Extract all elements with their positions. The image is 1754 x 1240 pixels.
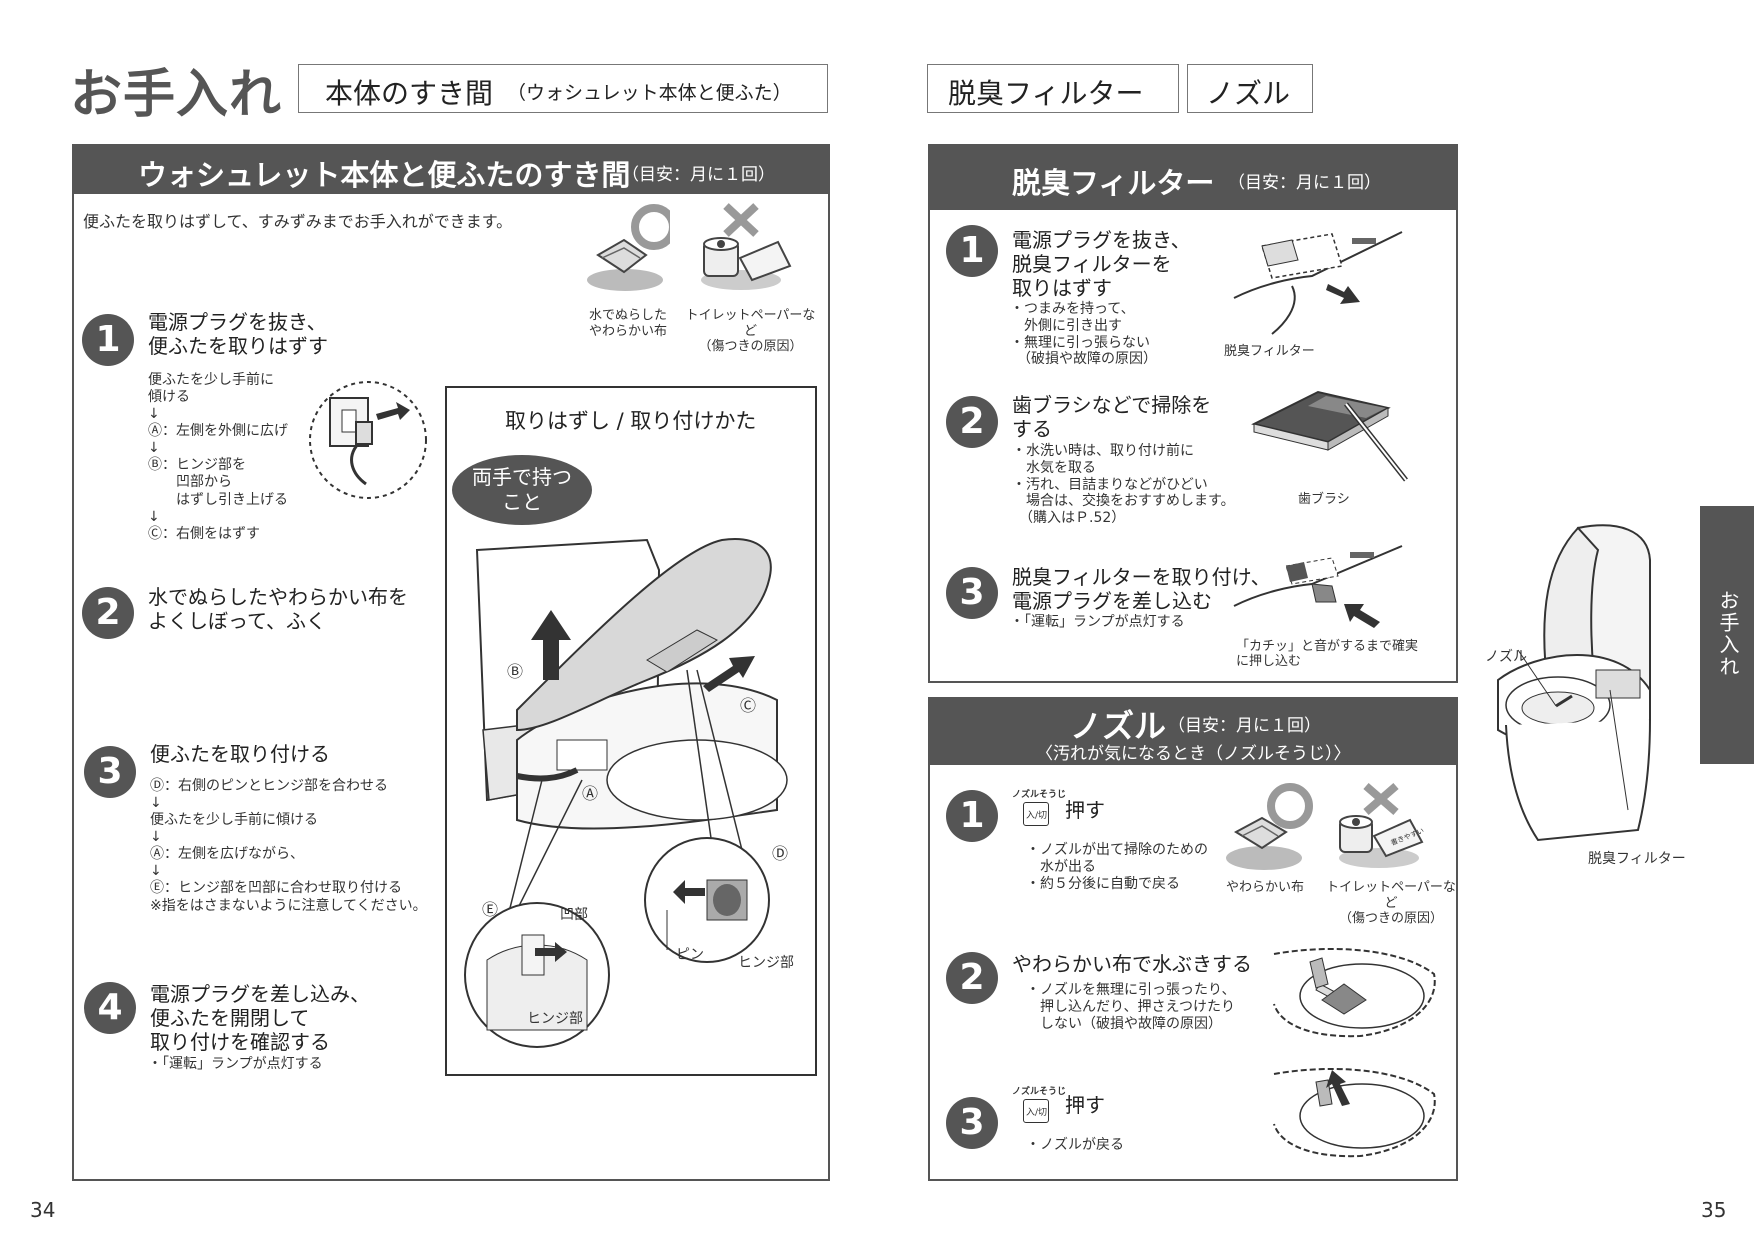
filter-panel-title-bar: 脱臭フィルター （目安：月に１回） xyxy=(928,144,1458,210)
filter-step-2-title: 歯ブラシなどで掃除を する xyxy=(1012,393,1212,441)
nozzle-header-tab-label: ノズル xyxy=(1206,77,1291,110)
diagram-label-b: Ⓑ xyxy=(507,662,524,681)
left-step-4-number: 4 xyxy=(84,982,136,1034)
diagram-label-e: Ⓔ xyxy=(482,900,499,919)
nozzle-step-3-title: 押す xyxy=(1065,1093,1105,1117)
filter-header-tab: 脱臭フィルター xyxy=(927,64,1179,113)
diagram-label-a: Ⓐ xyxy=(582,784,599,803)
nozzle-button-3: 入/切 xyxy=(1023,1099,1049,1123)
filter-step-2-notes: ・水洗い時は、取り付け前に 水気を取る ・汚れ、目詰まりなどがひどい 場合は、交… xyxy=(1012,443,1235,527)
filter-panel-title: 脱臭フィルター xyxy=(1012,166,1215,200)
nozzle-panel-freq: （目安：月に１回） xyxy=(1168,716,1321,736)
nozzle-step-1-notes: ・ノズルが出て掃除のための 水が出る ・約５分後に自動で戻る xyxy=(1026,842,1208,892)
diagram-label-d: Ⓓ xyxy=(772,844,789,863)
diagram-label-hinge-d: ヒンジ部 xyxy=(738,955,794,971)
diagram-label-pin: ピン xyxy=(676,947,704,963)
left-step-1-notes: 便ふたを少し手前に 傾ける ↓ Ⓐ：左側を外側に広げ ↓ Ⓑ：ヒンジ部を 凹部か… xyxy=(148,372,288,542)
left-header-tab-sub: （ウォシュレット本体と便ふた） xyxy=(507,82,792,104)
nozzle-panel-title-bar: ノズル （目安：月に１回） 〈汚れが気になるとき（ノズルそうじ）〉 xyxy=(928,697,1458,765)
left-step-1-title: 電源プラグを抜き、 便ふたを取りはずす xyxy=(148,310,328,358)
ng-paper-illustration xyxy=(701,203,792,290)
nozzle-panel-title: ノズル xyxy=(1070,707,1167,745)
filter-step-1-notes: ・つまみを持って、 外側に引き出す ・無理に引っ張らない （破損や故障の原因） xyxy=(1010,301,1157,368)
nozzle-step-1-number: 1 xyxy=(946,790,998,842)
filter-label: 脱臭フィルター xyxy=(1224,344,1315,359)
filter-step-1-number: 1 xyxy=(946,225,998,277)
left-intro: 便ふたを取りはずして、すみずみまでお手入れができます。 xyxy=(83,212,513,231)
left-panel-title: ウォシュレット本体と便ふたのすき間 xyxy=(138,158,631,192)
ng-cross-icon xyxy=(723,203,759,237)
nozzle-step-2-notes: ・ノズルを無理に引っ張ったり、 押し込んだり、押さえつけたり しない（破損や故障… xyxy=(1026,982,1236,1032)
left-step-3-number: 3 xyxy=(84,746,136,798)
page-title: お手入れ xyxy=(70,65,283,125)
filter-insert-illustration xyxy=(1233,545,1403,628)
left-step-2-title: 水でぬらしたやわらかい布を よくしぼって、ふく xyxy=(148,585,408,633)
toilet-filter-callout: 脱臭フィルター xyxy=(1588,851,1686,867)
filter-panel-freq: （目安：月に１回） xyxy=(1228,173,1381,193)
filter-step-3-notes: ・「運転」ランプが点灯する xyxy=(1010,614,1185,630)
filter-step-2-number: 2 xyxy=(946,396,998,448)
nozzle-ng-cross-icon xyxy=(1363,782,1399,816)
ok-caption: 水でぬらした やわらかい布 xyxy=(588,308,667,339)
toilet-lid-diagram xyxy=(464,538,788,1048)
filter-removal-illustration xyxy=(1233,231,1403,335)
nozzle-step-1-title: 押す xyxy=(1065,798,1105,822)
diagram-label-c: Ⓒ xyxy=(740,696,757,715)
ok-cloth-illustration xyxy=(587,204,670,291)
hold-with-both-hands-text: 両手で持つ こと xyxy=(472,465,572,514)
toilet-overview-illustration xyxy=(1497,524,1651,842)
filter-header-tab-label: 脱臭フィルター xyxy=(948,77,1144,110)
plug-illustration xyxy=(309,381,427,499)
nozzle-step-3-notes: ・ノズルが戻る xyxy=(1026,1137,1124,1153)
nozzle-button-1: 入/切 xyxy=(1023,802,1049,826)
nozzle-header-tab: ノズル xyxy=(1187,64,1313,113)
left-step-3-title: 便ふたを取り付ける xyxy=(150,742,330,766)
nozzle-button-caption-1: ノズルそうじ xyxy=(1012,790,1067,800)
ng-caption: トイレットペーパーなど （傷つきの原因） xyxy=(685,308,816,355)
left-header-tab-label: 本体のすき間 xyxy=(325,77,494,110)
nozzle-step-2-title: やわらかい布で水ぶきする xyxy=(1012,952,1252,976)
nozzle-panel-subtitle: 〈汚れが気になるとき（ノズルそうじ）〉 xyxy=(1036,744,1351,764)
ok-circle-icon xyxy=(631,204,670,250)
diagram-title: 取りはずし / 取り付けかた xyxy=(505,409,757,433)
side-section-tab-label: お手入れ xyxy=(1716,590,1740,678)
left-step-3-notes: Ⓓ：右側のピンとヒンジ部を合わせる ↓ 便ふたを少し手前に傾ける ↓ Ⓐ：左側を… xyxy=(150,778,427,914)
diagram-label-recess: 凹部 xyxy=(560,907,588,923)
diagram-label-hinge-e: ヒンジ部 xyxy=(527,1011,583,1027)
filter-step-1-title: 電源プラグを抜き、 脱臭フィルターを 取りはずす xyxy=(1012,228,1191,300)
page-number-right: 35 xyxy=(1701,1198,1727,1222)
hold-with-both-hands-bubble xyxy=(452,455,592,525)
nozzle-retract-illustration xyxy=(1273,1068,1436,1158)
left-header-tab: 本体のすき間 （ウォシュレット本体と便ふた） xyxy=(298,64,828,113)
left-step-2-number: 2 xyxy=(82,587,134,639)
filter-step-3-title: 脱臭フィルターを取り付け、 電源プラグを差し込む xyxy=(1012,565,1271,613)
nozzle-wipe-illustration xyxy=(1273,948,1436,1038)
brush-label: 歯ブラシ xyxy=(1298,492,1350,507)
left-panel-title-bar: ウォシュレット本体と便ふたのすき間 （目安：月に１回） xyxy=(72,144,830,194)
toilet-nozzle-callout: ノズル xyxy=(1485,649,1527,665)
nozzle-ng-paper-illustration xyxy=(1339,782,1424,868)
side-section-tab: お手入れ xyxy=(1700,506,1754,764)
page-number-left: 34 xyxy=(30,1198,56,1222)
nozzle-ok-circle-icon xyxy=(1267,783,1313,829)
left-step-4-title: 電源プラグを差し込み、 便ふたを開閉して 取り付けを確認する xyxy=(150,982,370,1054)
filter-step-3-number: 3 xyxy=(946,567,998,619)
left-panel-freq: （目安：月に１回） xyxy=(622,165,775,185)
nozzle-button-3-label: 入/切 xyxy=(1026,1108,1048,1118)
nozzle-step-3-number: 3 xyxy=(946,1097,998,1149)
nozzle-button-1-label: 入/切 xyxy=(1026,811,1048,821)
nozzle-button-caption-3: ノズルそうじ xyxy=(1012,1087,1067,1097)
left-step-4-notes: ・「運転」ランプが点灯する xyxy=(148,1056,323,1072)
nozzle-ok-caption: やわらかい布 xyxy=(1226,880,1305,895)
brush-cleaning-illustration xyxy=(1251,390,1408,482)
left-step-1-number: 1 xyxy=(82,314,134,366)
click-label: 「カチッ」と音がするまで確実 に押し込む xyxy=(1236,639,1419,669)
nozzle-ok-cloth-illustration xyxy=(1226,783,1313,870)
nozzle-ng-caption: トイレットペーパーなど （傷つきの原因） xyxy=(1326,880,1456,927)
nozzle-step-2-number: 2 xyxy=(946,952,998,1004)
